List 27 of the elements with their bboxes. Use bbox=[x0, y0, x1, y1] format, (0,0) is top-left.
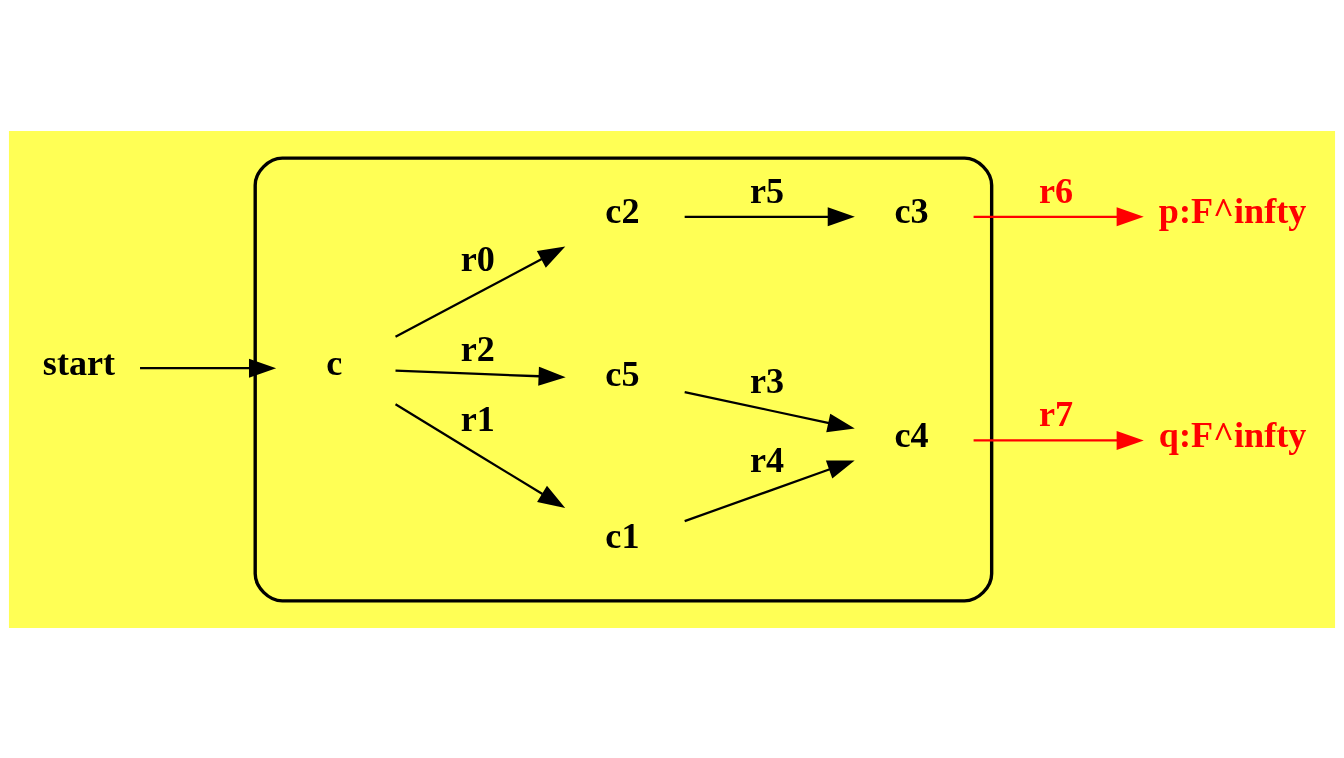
arrow bbox=[394, 402, 566, 508]
edge-label: r0 bbox=[460, 238, 495, 279]
arrow bbox=[973, 206, 1144, 226]
edge-label: r6 bbox=[1039, 170, 1074, 211]
node-text: q:F^infty bbox=[1158, 414, 1307, 455]
node-text: c2 bbox=[605, 190, 640, 231]
edge-label: r1 bbox=[460, 398, 495, 439]
edge-label: r4 bbox=[749, 439, 785, 480]
edge-label: r3 bbox=[749, 360, 785, 401]
node-text: c3 bbox=[894, 190, 929, 231]
arrow bbox=[394, 246, 566, 338]
arrow bbox=[684, 206, 855, 226]
edge-label: r2 bbox=[460, 328, 495, 369]
node-text: c5 bbox=[605, 353, 640, 394]
node-text: c bbox=[326, 342, 343, 383]
edge-label: r7 bbox=[1039, 393, 1074, 434]
node-text: c1 bbox=[605, 515, 640, 556]
arrow bbox=[395, 366, 566, 386]
node-text: c4 bbox=[894, 414, 929, 455]
edge-label: r5 bbox=[749, 170, 785, 211]
arrow bbox=[140, 358, 277, 378]
node-text: start bbox=[42, 342, 116, 383]
arrow bbox=[973, 430, 1144, 450]
arrow bbox=[684, 390, 855, 432]
arrow bbox=[684, 459, 855, 522]
cluster bbox=[253, 155, 994, 603]
node-text: p:F^infty bbox=[1158, 190, 1307, 231]
